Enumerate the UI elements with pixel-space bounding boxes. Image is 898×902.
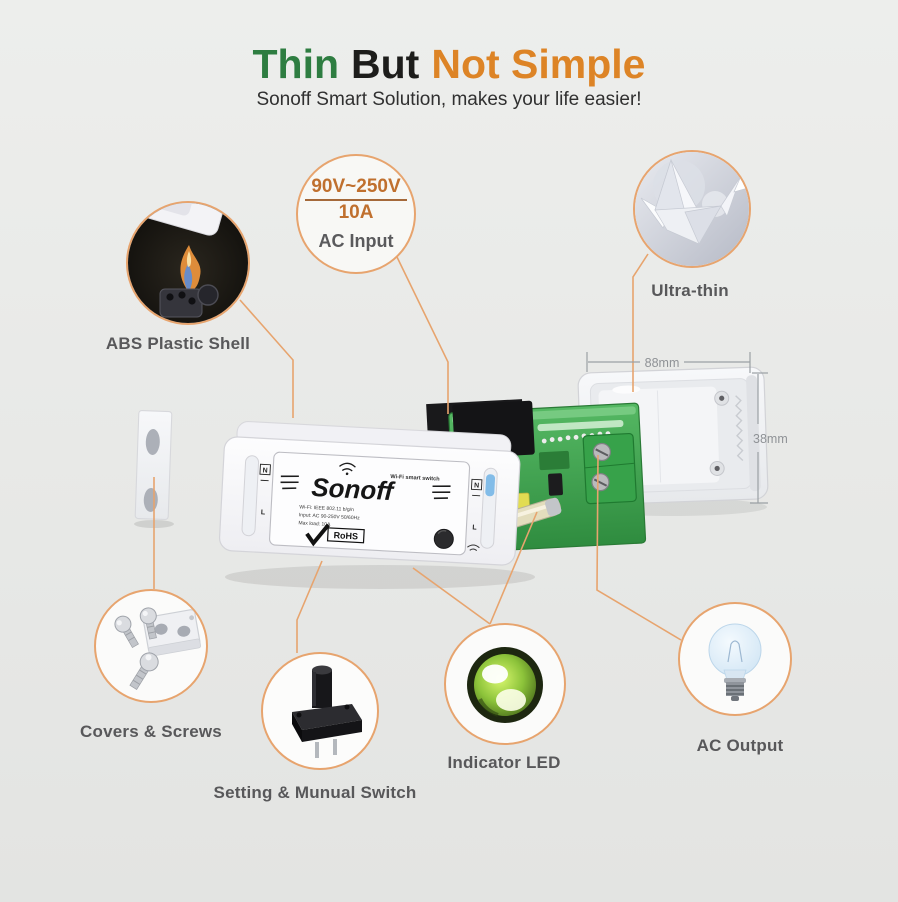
abs-shell-label: ABS Plastic Shell: [105, 334, 251, 353]
page-subtitle: Sonoff Smart Solution, makes your life e…: [256, 89, 642, 110]
device-label-plate: [269, 451, 471, 556]
button-pin: [333, 739, 337, 755]
button-pin: [315, 742, 319, 758]
setting-switch-circle: [261, 652, 379, 770]
setting-switch-label: Setting & Munual Switch: [213, 783, 417, 802]
ac-output-label: AC Output: [696, 736, 784, 755]
tactile-button-icon: [292, 665, 362, 758]
rohs-label: RoHS: [333, 530, 358, 541]
abs-shell-circle: [126, 201, 250, 325]
bulb-filament: [727, 640, 743, 663]
flame-core: [184, 264, 193, 291]
svg-text:N: N: [262, 467, 267, 474]
line-led-a: [412, 567, 491, 625]
svg-text:L: L: [261, 509, 266, 516]
svg-text:N: N: [474, 482, 479, 489]
screw: [139, 607, 157, 640]
pcb-terminal-block: [582, 432, 637, 505]
indicator-led-label: Indicator LED: [447, 753, 561, 772]
line-ac-input: [396, 256, 449, 414]
device-spec-2: Input: AC 90-250V 50/60Hz: [299, 512, 361, 521]
title-part-thin: Thin: [252, 41, 340, 87]
cover-ridge-pattern: [734, 395, 744, 462]
cover-bracket: [142, 609, 202, 657]
dimension-height: 38mm: [753, 432, 788, 446]
paper-crane-icon: [635, 152, 749, 266]
ac-input-label: AC Input: [318, 231, 394, 251]
callout-lines: [153, 253, 682, 653]
led-highlight: [482, 664, 508, 684]
button-base-front: [302, 720, 362, 742]
device-product: Wi-Fi smart switch: [390, 474, 440, 483]
line-abs-shell: [239, 299, 294, 418]
shell-clip-accent: [485, 474, 496, 497]
wifi-icon: [339, 462, 356, 472]
button-base-top: [292, 704, 362, 730]
device-brand: Sonoff: [311, 472, 397, 506]
indicator-led-circle: [444, 623, 566, 745]
ac-input-circle: 90V~250V 10A AC Input: [296, 154, 416, 274]
rohs-checkmark: [305, 523, 330, 547]
shell-clip-left: [241, 455, 260, 537]
logo-flourish-left: [280, 475, 299, 490]
screws-icon: [114, 607, 202, 690]
lighter-flame-icon: [128, 203, 248, 323]
terminal-markings: N L N L: [259, 463, 483, 532]
line-led-b: [489, 511, 538, 625]
device-button: [433, 528, 454, 549]
covers-screws-circle: [94, 589, 208, 703]
screw: [129, 652, 159, 690]
light-bulb-icon: [708, 623, 762, 701]
ac-output-circle: [678, 602, 792, 716]
svg-text:L: L: [472, 524, 477, 531]
title-part-not-simple: Not Simple: [431, 41, 646, 87]
line-ac-output: [596, 454, 682, 641]
crane-neck: [720, 175, 742, 217]
device-spec-1: Wi-Fi: IEEE 802.11 b/g/n: [299, 504, 354, 513]
covers-screws-label: Covers & Screws: [80, 722, 222, 741]
line-setting: [296, 560, 323, 653]
wifi-icon-small: [467, 544, 480, 552]
bulb-glass: [708, 623, 762, 677]
ac-input-current: 10A: [338, 202, 374, 223]
device-spec-3: Max load: 10A: [298, 520, 331, 528]
screw: [114, 615, 139, 649]
ultra-thin-circle: [633, 150, 751, 268]
ac-input-voltage: 90V~250V: [305, 176, 407, 201]
line-ultra-thin: [632, 253, 649, 392]
green-led-icon: [467, 647, 543, 723]
title-part-but: But: [351, 41, 420, 87]
button-stem: [312, 670, 332, 708]
ultra-thin-label: Ultra-thin: [651, 281, 729, 300]
logo-flourish-right: [432, 485, 451, 500]
dimension-width: 88mm: [645, 356, 680, 370]
device-shell: Sonoff Wi-Fi smart switch Wi-Fi: IEEE 80…: [218, 420, 521, 566]
dimension-lines: [586, 352, 768, 504]
